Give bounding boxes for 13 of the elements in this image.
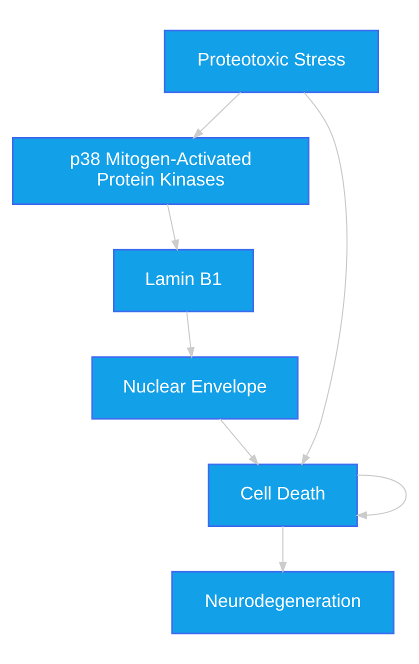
node-box: Neurodegeneration	[171, 570, 394, 634]
node-box: Cell Death	[208, 464, 358, 527]
arrow	[219, 418, 259, 466]
node-box: Lamin B1	[113, 248, 254, 312]
arrow	[278, 526, 287, 574]
arrow	[186, 312, 195, 359]
node-box: Nuclear Envelope	[91, 356, 299, 420]
arrow	[192, 92, 241, 140]
arrow	[355, 474, 407, 520]
arrow	[166, 204, 180, 252]
node-box: Proteotoxic Stress	[164, 30, 380, 94]
arrow	[301, 92, 348, 466]
node-box: p38 Mitogen-Activated Protein Kinases	[12, 137, 310, 205]
